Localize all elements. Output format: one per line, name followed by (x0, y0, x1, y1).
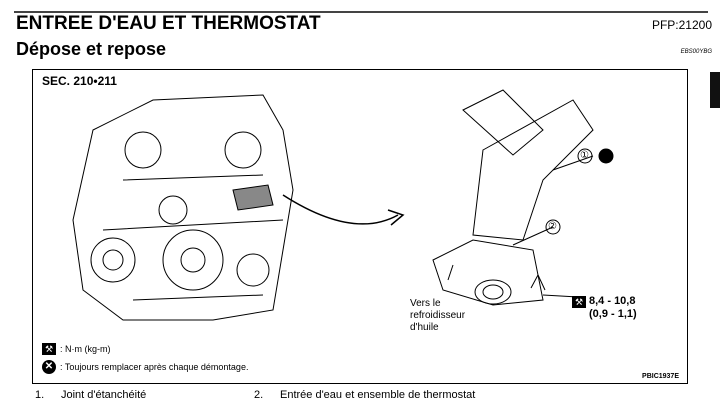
doc-code: EBS00YBG (680, 49, 712, 55)
side-tab[interactable] (710, 72, 720, 108)
callout-2: ② (548, 221, 557, 232)
replace-x-icon: ✕ (42, 360, 56, 374)
figure-ref: PBIC1937E (642, 373, 679, 380)
engine-drawing (72, 94, 294, 321)
callout-1: ① (580, 150, 589, 161)
torque-wrench-icon: ⚒ (572, 296, 586, 308)
torque-wrench-icon: ⚒ (42, 343, 56, 355)
legend-replace: ✕ : Toujours remplacer après chaque démo… (42, 360, 248, 374)
thermostat-drawing (432, 89, 594, 306)
legend-text: : Toujours remplacer après chaque démont… (60, 362, 249, 372)
header-rule (14, 11, 708, 13)
section-ref: SEC. 210•211 (42, 74, 117, 88)
part-num-2: 2. (254, 389, 264, 401)
section-title: Dépose et repose (16, 39, 167, 59)
legend-text: : N·m (kg-m) (60, 344, 111, 354)
torque-nm: 8,4 - 10,8 (589, 295, 636, 307)
legend-torque: ⚒ : N·m (kg-m) (42, 343, 111, 355)
torque-spec: 8,4 - 10,8 (0,9 - 1,1) (589, 295, 637, 321)
pfp-code: PFP:21200 (651, 18, 712, 32)
arrow (282, 194, 399, 225)
figure: SEC. 210•211 ① ② Vers le refroidisse (32, 69, 688, 384)
engine-illustration (72, 89, 614, 321)
part-num-1: 1. (35, 389, 45, 401)
part-name-1: Joint d'étanchéité (61, 389, 147, 401)
torque-kgm: (0,9 - 1,1) (589, 308, 637, 320)
page-title: ENTREE D'EAU ET THERMOSTAT (16, 13, 321, 34)
part-name-2: Entrée d'eau et ensemble de thermostat (280, 389, 476, 401)
outlet-label: Vers le refroidisseur d'huile (410, 298, 466, 333)
